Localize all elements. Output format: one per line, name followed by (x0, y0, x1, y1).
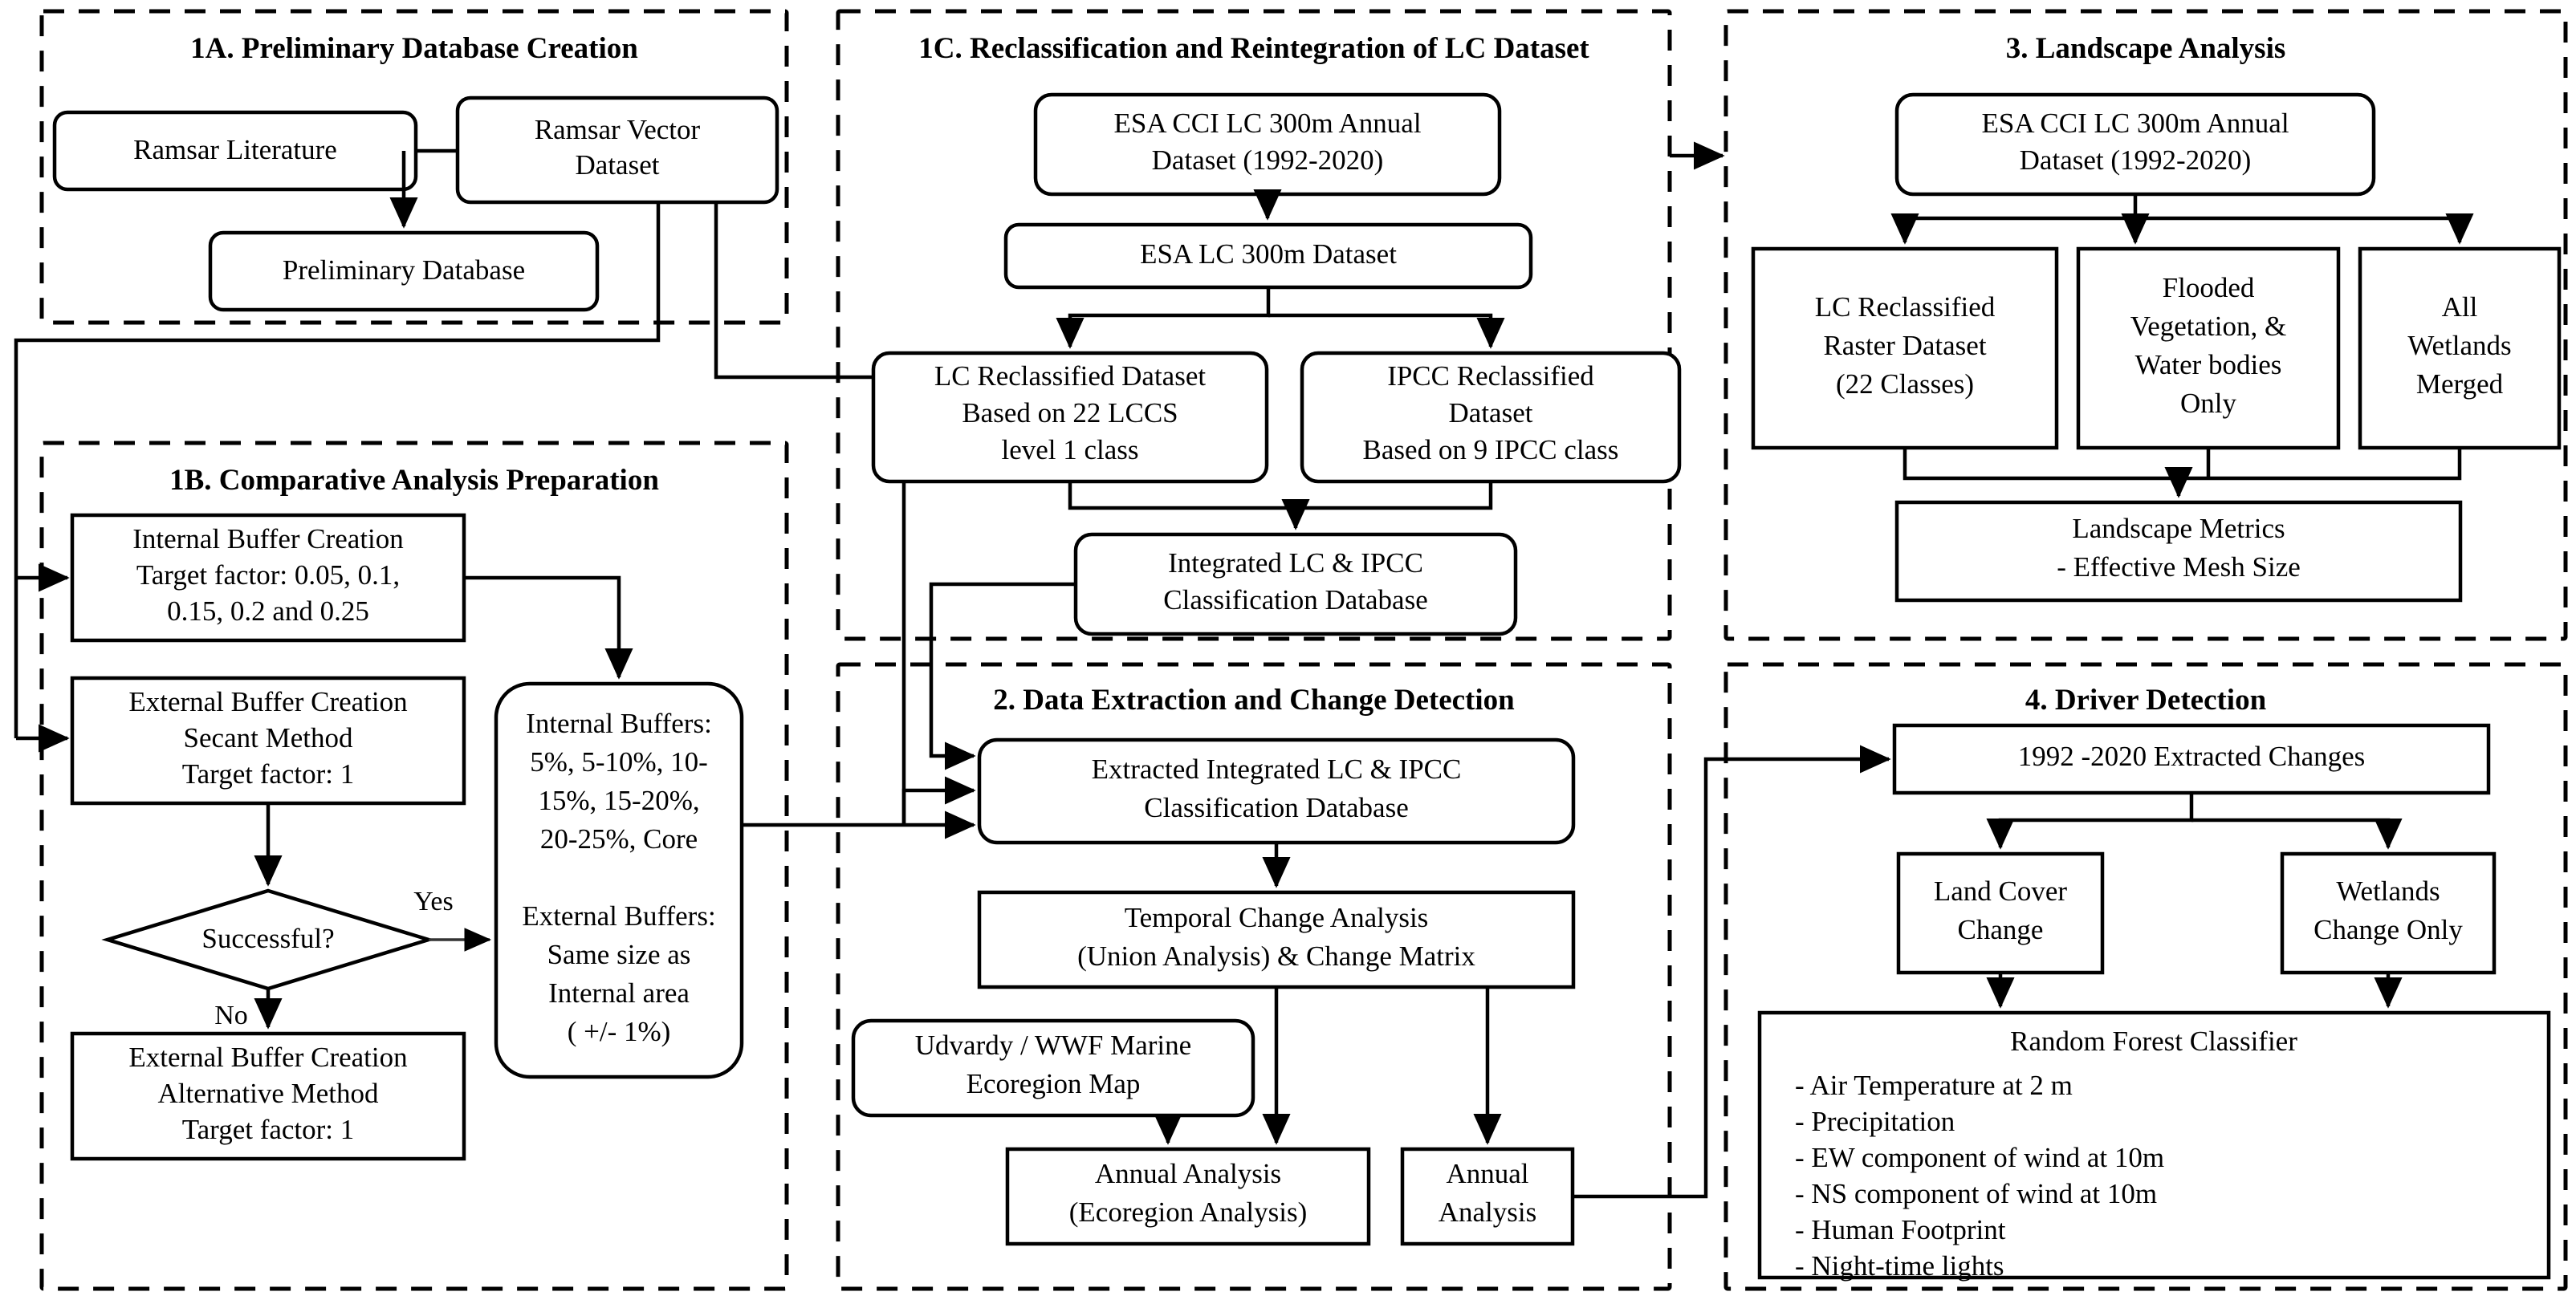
node-external-buffer-alternative[interactable] (70, 1031, 466, 1161)
node-extracted-changes-label: 1992 -2020 Extracted Changes (2018, 741, 2366, 772)
node-random-forest-classifier[interactable] (1757, 1010, 2551, 1280)
edge-label-yes: Yes (413, 887, 453, 916)
panel-1b-title: 1B. Comparative Analysis Preparation (169, 464, 659, 497)
panel-4-title: 4. Driver Detection (2025, 684, 2267, 717)
node-wetlands-change-only[interactable] (2280, 851, 2497, 975)
edge-internal-buffer-to-summary (464, 575, 633, 680)
edge-label-no: No (214, 1001, 248, 1030)
node-ramsar-literature-label: Ramsar Literature (133, 134, 337, 165)
panel-2-title: 2. Data Extraction and Change Detection (993, 684, 1515, 717)
edge-wetlands-to-metrics (2179, 448, 2462, 481)
node-lc-reclassified-raster[interactable] (1751, 246, 2059, 450)
panel-1c-border (836, 9, 1672, 641)
panel-1a-title: 1A. Preliminary Database Creation (190, 32, 638, 65)
node-successful-decision-label: Successful? (201, 923, 334, 954)
rf-driver-list: - Air Temperature at 2 m- Precipitation-… (1795, 1070, 2164, 1282)
node-preliminary-database-label: Preliminary Database (283, 254, 525, 286)
node-land-cover-change[interactable] (1896, 851, 2105, 975)
edge-vector-to-extracted-db (901, 776, 976, 825)
trunk-vector-left (14, 202, 661, 738)
edge-integrated-to-extracted (929, 582, 1076, 770)
trunk-vector-right (714, 202, 906, 825)
node-temporal-change-analysis-label: Temporal Change Analysis(Union Analysis)… (1077, 902, 1475, 972)
node-buffers-summary[interactable] (494, 681, 744, 1079)
node-ecoregion-map[interactable] (851, 1018, 1255, 1118)
node-landscape-metrics[interactable] (1894, 500, 2463, 603)
node-buffers-summary-label: Internal Buffers:5%, 5-10%, 10-15%, 15-2… (522, 708, 715, 1047)
node-preliminary-database[interactable] (208, 230, 600, 312)
panel-1b-border (39, 441, 789, 1291)
edge-lcreclass-to-integrated (1068, 481, 1310, 530)
panel-4-border (1723, 662, 2568, 1291)
node-internal-buffer-creation[interactable] (70, 513, 466, 643)
panel-1c-title: 1C. Reclassification and Reintegration o… (918, 32, 1589, 65)
edge-annual-to-extracted-changes (1573, 745, 1891, 1199)
node-all-wetlands-merged[interactable] (2358, 246, 2562, 450)
edge-esalc-split (1056, 287, 1271, 349)
edge-esalc-split-right (1268, 313, 1505, 349)
panel-3-title: 3. Landscape Analysis (2006, 32, 2286, 65)
node-annual-analysis-ecoregion[interactable] (1005, 1147, 1371, 1246)
panel-2-border (836, 662, 1672, 1291)
node-annual-analysis[interactable] (1400, 1147, 1575, 1246)
edge-raster-to-metrics (1902, 448, 2193, 498)
edge-esacci3-split-right (2135, 213, 2474, 245)
panel-1a-border (39, 9, 789, 325)
edge-changes-split-right (2191, 818, 2403, 850)
node-external-buffer-secant[interactable] (70, 676, 466, 806)
node-esa-lc-300m-dataset-label: ESA LC 300m Dataset (1140, 238, 1397, 270)
edge-changes-split-left (1986, 793, 2194, 850)
edge-esacci3-split-left (1890, 194, 2138, 245)
node-landscape-metrics-label: Landscape Metrics- Effective Mesh Size (2057, 513, 2301, 583)
node-flooded-vegetation-water[interactable] (2076, 246, 2341, 450)
panel-3-border (1723, 9, 2568, 641)
node-annual-analysis-ecoregion-label: Annual Analysis(Ecoregion Analysis) (1069, 1158, 1307, 1228)
node-random-forest-classifier-label: Random Forest Classifier (2010, 1026, 2297, 1057)
edge-ipccreclass-to-integrated (1296, 481, 1493, 510)
